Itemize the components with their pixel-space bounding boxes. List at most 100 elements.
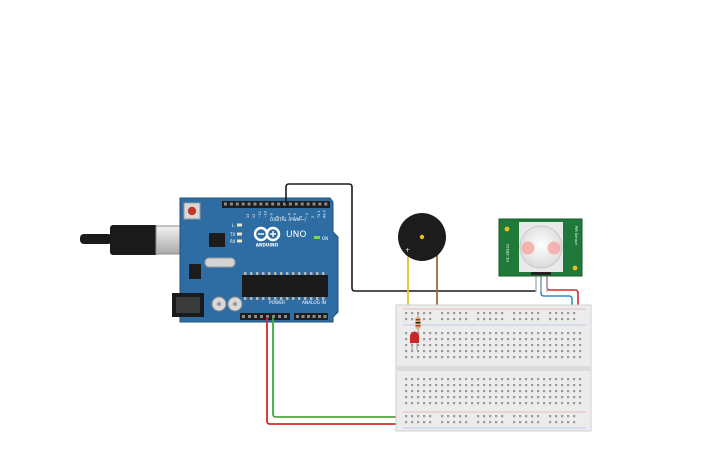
breadboard-hole[interactable] — [477, 402, 480, 405]
breadboard-hole[interactable] — [573, 312, 576, 315]
breadboard-hole[interactable] — [555, 318, 558, 321]
breadboard-hole[interactable] — [423, 396, 426, 399]
breadboard-hole[interactable] — [465, 356, 468, 359]
breadboard-hole[interactable] — [549, 338, 552, 341]
breadboard-hole[interactable] — [513, 344, 516, 347]
breadboard-hole[interactable] — [465, 421, 468, 424]
breadboard-hole[interactable] — [429, 415, 432, 418]
breadboard-hole[interactable] — [429, 384, 432, 387]
breadboard-hole[interactable] — [411, 390, 414, 393]
breadboard-hole[interactable] — [549, 390, 552, 393]
digital-header-hole[interactable] — [318, 202, 322, 206]
breadboard-hole[interactable] — [531, 384, 534, 387]
power-header-hole[interactable] — [248, 315, 251, 318]
breadboard-hole[interactable] — [501, 318, 504, 321]
breadboard-hole[interactable] — [465, 402, 468, 405]
breadboard-hole[interactable] — [405, 402, 408, 405]
breadboard-hole[interactable] — [477, 350, 480, 353]
breadboard-hole[interactable] — [483, 390, 486, 393]
breadboard-hole[interactable] — [531, 312, 534, 315]
breadboard-hole[interactable] — [465, 318, 468, 321]
breadboard-hole[interactable] — [453, 421, 456, 424]
breadboard-hole[interactable] — [483, 402, 486, 405]
breadboard-hole[interactable] — [405, 318, 408, 321]
breadboard-hole[interactable] — [423, 384, 426, 387]
breadboard-hole[interactable] — [411, 356, 414, 359]
breadboard-hole[interactable] — [405, 396, 408, 399]
breadboard-hole[interactable] — [483, 415, 486, 418]
breadboard-hole[interactable] — [471, 332, 474, 335]
breadboard-hole[interactable] — [465, 384, 468, 387]
digital-header-hole[interactable] — [306, 202, 310, 206]
breadboard-hole[interactable] — [429, 421, 432, 424]
breadboard-hole[interactable] — [567, 344, 570, 347]
digital-header-hole[interactable] — [312, 202, 316, 206]
breadboard-hole[interactable] — [513, 421, 516, 424]
breadboard-hole[interactable] — [573, 378, 576, 381]
breadboard-hole[interactable] — [489, 378, 492, 381]
breadboard-hole[interactable] — [465, 344, 468, 347]
breadboard-hole[interactable] — [555, 402, 558, 405]
breadboard-hole[interactable] — [495, 344, 498, 347]
breadboard-hole[interactable] — [501, 312, 504, 315]
breadboard-hole[interactable] — [501, 344, 504, 347]
breadboard-hole[interactable] — [519, 312, 522, 315]
breadboard-hole[interactable] — [531, 356, 534, 359]
breadboard-hole[interactable] — [513, 312, 516, 315]
breadboard-hole[interactable] — [501, 384, 504, 387]
breadboard-hole[interactable] — [507, 356, 510, 359]
breadboard-hole[interactable] — [459, 384, 462, 387]
digital-header-hole[interactable] — [283, 202, 286, 206]
breadboard-hole[interactable] — [573, 402, 576, 405]
breadboard-hole[interactable] — [525, 384, 528, 387]
breadboard-hole[interactable] — [513, 356, 516, 359]
breadboard-hole[interactable] — [417, 390, 420, 393]
breadboard-hole[interactable] — [489, 312, 492, 315]
breadboard-hole[interactable] — [519, 421, 522, 424]
breadboard-hole[interactable] — [555, 356, 558, 359]
breadboard-hole[interactable] — [531, 318, 534, 321]
breadboard-hole[interactable] — [435, 384, 438, 387]
breadboard-hole[interactable] — [417, 350, 420, 353]
breadboard-hole[interactable] — [471, 402, 474, 405]
breadboard-hole[interactable] — [561, 390, 564, 393]
breadboard-hole[interactable] — [459, 356, 462, 359]
power-header-hole[interactable] — [284, 315, 287, 318]
breadboard-hole[interactable] — [525, 312, 528, 315]
breadboard-hole[interactable] — [411, 350, 414, 353]
breadboard-hole[interactable] — [537, 384, 540, 387]
breadboard-hole[interactable] — [519, 344, 522, 347]
breadboard-hole[interactable] — [489, 318, 492, 321]
breadboard-hole[interactable] — [435, 390, 438, 393]
breadboard-hole[interactable] — [465, 390, 468, 393]
breadboard-hole[interactable] — [471, 338, 474, 341]
breadboard-hole[interactable] — [555, 396, 558, 399]
breadboard-hole[interactable] — [555, 344, 558, 347]
breadboard-hole[interactable] — [405, 390, 408, 393]
breadboard-hole[interactable] — [507, 402, 510, 405]
breadboard-hole[interactable] — [423, 415, 426, 418]
breadboard-hole[interactable] — [531, 344, 534, 347]
breadboard-hole[interactable] — [459, 390, 462, 393]
breadboard-hole[interactable] — [507, 332, 510, 335]
analog-header-hole[interactable] — [307, 315, 310, 318]
breadboard-hole[interactable] — [567, 415, 570, 418]
breadboard-hole[interactable] — [507, 390, 510, 393]
breadboard-hole[interactable] — [423, 378, 426, 381]
breadboard-hole[interactable] — [471, 384, 474, 387]
digital-header-hole[interactable] — [324, 202, 328, 206]
breadboard-hole[interactable] — [579, 356, 582, 359]
breadboard-hole[interactable] — [537, 318, 540, 321]
breadboard-hole[interactable] — [429, 332, 432, 335]
breadboard-hole[interactable] — [549, 332, 552, 335]
breadboard-hole[interactable] — [489, 421, 492, 424]
breadboard-hole[interactable] — [525, 378, 528, 381]
breadboard-hole[interactable] — [555, 384, 558, 387]
breadboard-hole[interactable] — [555, 350, 558, 353]
breadboard-hole[interactable] — [453, 378, 456, 381]
breadboard-hole[interactable] — [447, 344, 450, 347]
breadboard-hole[interactable] — [453, 350, 456, 353]
breadboard-hole[interactable] — [417, 356, 420, 359]
breadboard-hole[interactable] — [537, 338, 540, 341]
breadboard-hole[interactable] — [441, 378, 444, 381]
